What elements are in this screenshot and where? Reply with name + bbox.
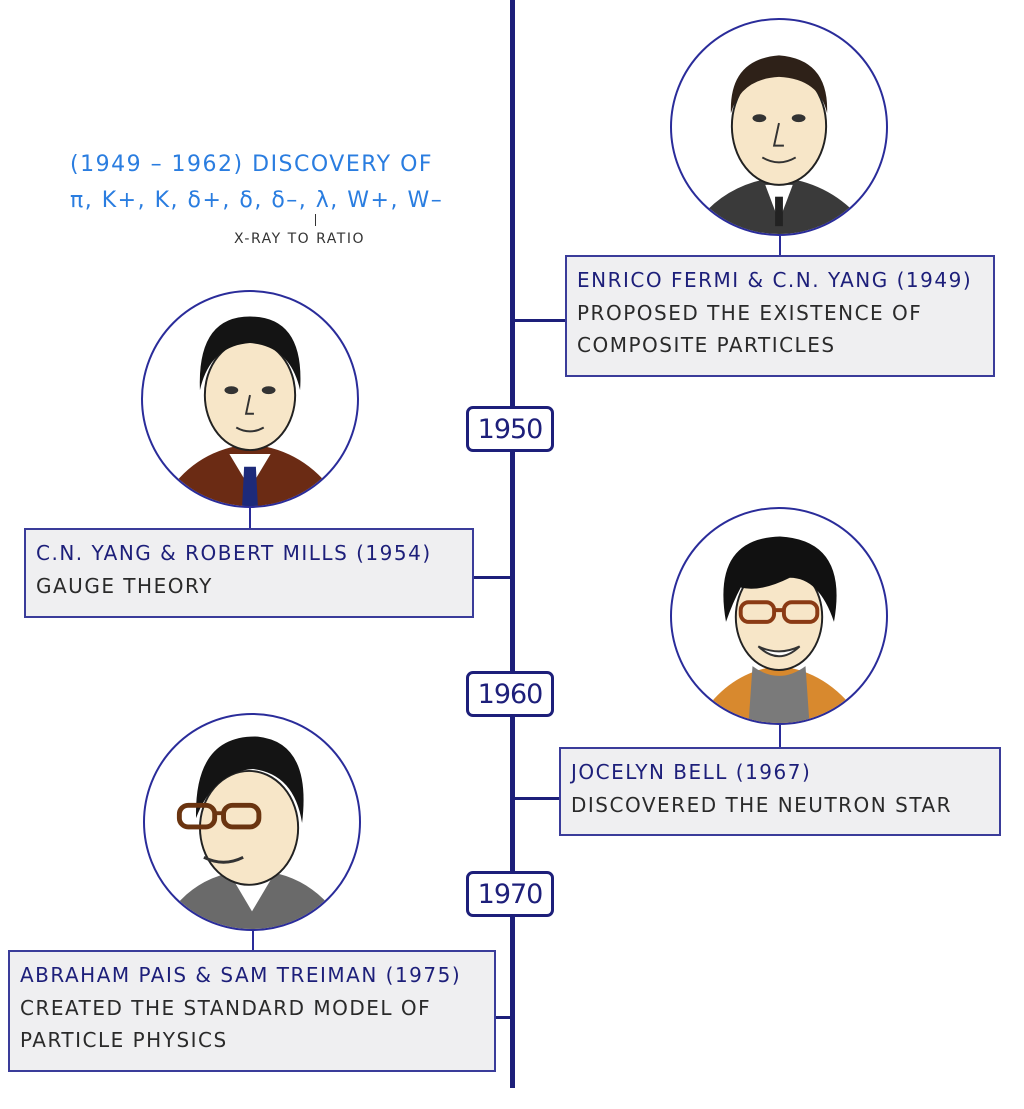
- portrait-cn-yang: [141, 290, 359, 508]
- year-marker-1970: 1970: [466, 871, 554, 917]
- portrait-stem: [779, 236, 781, 256]
- annotation-tick: [315, 214, 316, 226]
- event-card-jocelyn-bell: JOCELYN BELL (1967) DISCOVERED THE NEUTR…: [559, 747, 1001, 836]
- portrait-abraham-pais: [143, 713, 361, 931]
- event-description: PROPOSED THE EXISTENCE OF COMPOSITE PART…: [577, 301, 923, 357]
- discovery-particles: π, K+, K, δ+, δ, δ–, λ, W+, W–: [70, 188, 444, 213]
- portrait-stem: [249, 508, 251, 528]
- event-card-pais-treiman: ABRAHAM PAIS & SAM TREIMAN (1975) CREATE…: [8, 950, 496, 1072]
- event-title: C.N. YANG & ROBERT MILLS (1954): [36, 541, 432, 565]
- portrait-stem: [779, 725, 781, 747]
- portrait-enrico-fermi: [670, 18, 888, 236]
- timeline-connector: [514, 797, 559, 800]
- discovery-annotation: X-RAY TO RATIO: [234, 231, 365, 247]
- event-title: ABRAHAM PAIS & SAM TREIMAN (1975): [20, 963, 462, 987]
- discovery-title: (1949 – 1962) DISCOVERY OF: [70, 152, 434, 177]
- year-marker-1960: 1960: [466, 671, 554, 717]
- timeline-connector: [514, 319, 565, 322]
- event-card-fermi-yang: ENRICO FERMI & C.N. YANG (1949) PROPOSED…: [565, 255, 995, 377]
- timeline-connector: [474, 576, 512, 579]
- event-description: DISCOVERED THE NEUTRON STAR: [571, 793, 953, 817]
- timeline-connector: [496, 1016, 512, 1019]
- year-marker-1950: 1950: [466, 406, 554, 452]
- portrait-jocelyn-bell: [670, 507, 888, 725]
- event-card-yang-mills: C.N. YANG & ROBERT MILLS (1954) GAUGE TH…: [24, 528, 474, 618]
- event-description: CREATED THE STANDARD MODEL OF PARTICLE P…: [20, 996, 432, 1052]
- event-title: ENRICO FERMI & C.N. YANG (1949): [577, 268, 973, 292]
- event-description: GAUGE THEORY: [36, 574, 213, 598]
- timeline-axis: [510, 0, 515, 1088]
- event-title: JOCELYN BELL (1967): [571, 760, 812, 784]
- portrait-stem: [252, 931, 254, 951]
